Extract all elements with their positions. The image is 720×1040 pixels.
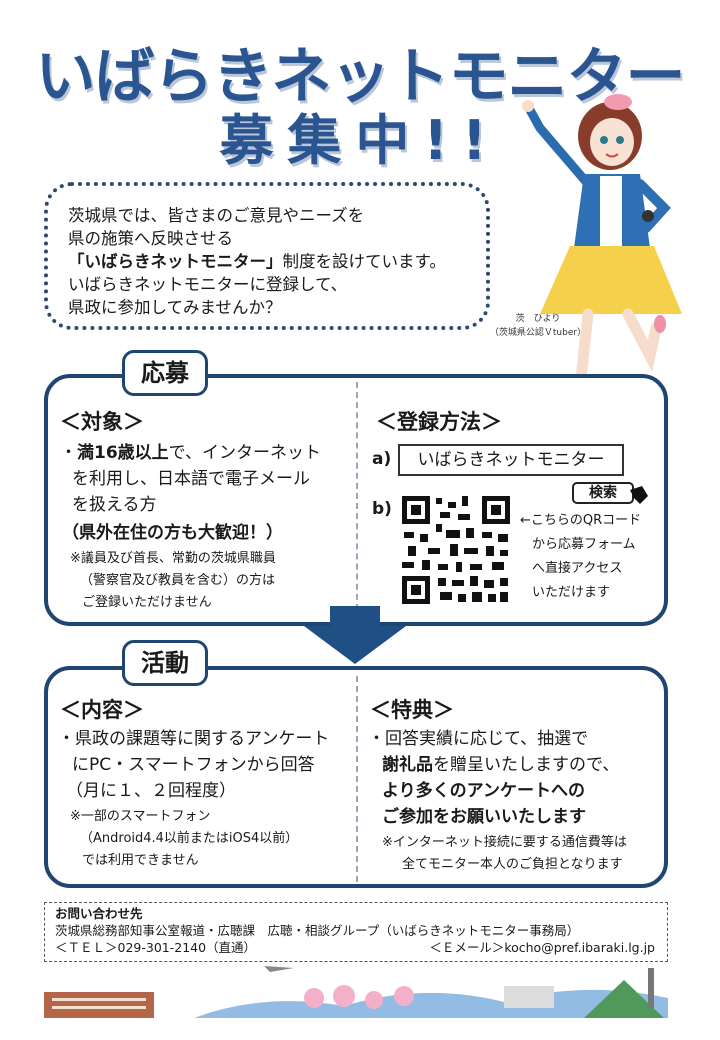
target-note: ご登録いただけません [82, 595, 212, 610]
qr-note: から応募フォーム [532, 537, 636, 552]
method-label-a: a) [372, 449, 392, 469]
qr-code[interactable] [400, 494, 512, 606]
benefit-line: より多くのアンケートへの [382, 781, 585, 801]
content-line: ・県政の課題等に関するアンケート [58, 729, 330, 749]
search-keyword-box: いばらきネットモニター [398, 444, 624, 476]
intro-line: いばらきネットモニターに登録して、 [68, 275, 348, 294]
content-line: にPC・スマートフォンから回答 [72, 755, 315, 775]
content-heading: ＜内容＞ [60, 698, 144, 722]
contact-heading: お問い合わせ先 [55, 906, 143, 921]
character-name: 茨 ひより [515, 314, 561, 324]
intro-line: 茨城県では、皆さまのご意見やニーズを [68, 206, 365, 225]
target-note: ※議員及び首長、常勤の茨城県職員 [70, 551, 276, 566]
contact-dept: 茨城県総務部知事公室報道・広聴課 広聴・相談グループ（いばらきネットモニター事務… [55, 923, 580, 938]
target-note: （警察官及び教員を含む）の方は [80, 573, 276, 588]
content-note: （Android4.4以前またはiOS4以前） [80, 831, 299, 846]
contact-tel: ＜ＴＥＬ＞029-301-2140（直通） [55, 940, 257, 955]
target-line: を扱える方 [72, 495, 157, 515]
ibaraki-scenery-illustration [44, 966, 668, 1018]
gift-text: 謝礼品 [382, 755, 433, 775]
intro-line: 県政に参加してみませんか？ [68, 298, 282, 317]
page-title: いばらきネットモニター [35, 42, 686, 112]
benefit-note: 全てモニター本人のご負担となります [402, 857, 623, 872]
method-heading: ＜登録方法＞ [376, 410, 502, 434]
intro-text: 制度を設けています。 [282, 252, 446, 271]
character-title: （茨城県公認Ｖtuber） [489, 328, 587, 338]
target-text: で、インターネット [168, 443, 321, 463]
activity-tab: 活動 [122, 640, 208, 686]
target-line: を利用し、日本語で電子メール [72, 469, 310, 489]
contact-email[interactable]: ＜Ｅメール＞kocho@pref.ibaraki.lg.jp [429, 940, 655, 955]
welcome-text: （県外在住の方も大歓迎！） [62, 523, 283, 543]
method-label-b: b) [372, 499, 392, 519]
contact-line: ＜ＴＥＬ＞029-301-2140（直通） ＜Ｅメール＞kocho@pref.i… [55, 939, 657, 956]
qr-note: いただけます [532, 585, 611, 600]
intro-line: 「いばらきネットモニター」制度を設けています。 [68, 250, 466, 273]
qr-note: ←こちらのQRコード [520, 513, 642, 528]
benefit-note: ※インターネット接続に要する通信費等は [382, 835, 627, 850]
content-note: では利用できません [82, 853, 199, 868]
age-requirement: 満16歳以上 [77, 443, 169, 463]
benefit-line: ご参加をお願いいたします [382, 807, 586, 827]
contact-box: お問い合わせ先 茨城県総務部知事公室報道・広聴課 広聴・相談グループ（いばらきネ… [44, 902, 668, 962]
panel-divider [356, 382, 358, 620]
intro-line: 県の施策へ反映させる [68, 229, 233, 248]
panel-divider [356, 676, 358, 882]
program-name: 「いばらきネットモニター」 [68, 252, 283, 271]
search-button[interactable]: 検索 [572, 482, 634, 504]
target-line: ・満16歳以上で、インターネット [60, 440, 321, 466]
benefit-heading: ＜特典＞ [370, 698, 454, 722]
benefit-line: 謝礼品を贈呈いたしますので、 [382, 752, 619, 778]
qr-note: へ直接アクセス [532, 561, 623, 576]
character-caption: 茨 ひより （茨城県公認Ｖtuber） [478, 312, 598, 340]
intro-bubble: 茨城県では、皆さまのご意見やニーズを 県の施策へ反映させる 「いばらきネットモニ… [44, 182, 490, 330]
benefit-text: を贈呈いたしますので、 [433, 755, 620, 775]
benefit-line: ・回答実績に応じて、抽選で [368, 729, 589, 749]
cursor-hand-icon [630, 486, 648, 504]
content-note: ※一部のスマートフォン [70, 809, 211, 824]
down-arrow-icon [304, 606, 406, 664]
target-heading: ＜対象＞ [60, 410, 144, 434]
apply-tab: 応募 [122, 350, 208, 396]
bullet: ・ [60, 443, 77, 463]
page-subtitle: 募集中!! [219, 109, 501, 172]
content-line: （月に１、２回程度） [66, 781, 236, 801]
